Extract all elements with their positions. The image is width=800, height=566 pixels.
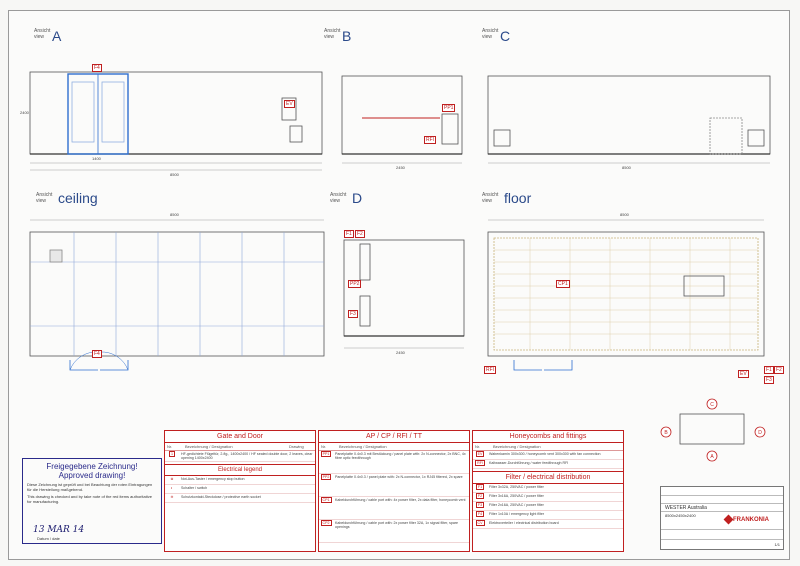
ceiling-title: ceiling (58, 190, 98, 206)
gate-door-legend: Gate and Door Nr. Bezeichnung / Designat… (164, 430, 316, 552)
tag-pp2: PP2 (348, 280, 362, 288)
tag-ev-floor: EV (738, 370, 749, 378)
svg-text:A: A (710, 454, 714, 460)
honeycomb-legend: Honeycombs and fittings Nr. Bezeichnung … (472, 430, 624, 552)
floor-outline (487, 231, 765, 357)
view-c-title: C (500, 28, 511, 44)
dim-d-overall: 2450 (396, 350, 405, 355)
approval-stamp: Freigegebene Zeichnung! Approved drawing… (22, 458, 162, 544)
tag-f2: F2 (355, 230, 365, 238)
stamp-text-en: This drawing is checked and by take note… (27, 494, 152, 504)
tag-pp1: PP1 (442, 104, 456, 112)
honeycomb-title: Honeycombs and fittings (473, 431, 623, 443)
view-a-title: A (52, 28, 62, 44)
svg-text:D: D (758, 430, 762, 436)
dim-c-overall: 8500 (622, 165, 631, 170)
floor-label: Ansicht view floor (482, 190, 532, 206)
svg-text:C: C (710, 402, 714, 408)
tag-f3: F3 (348, 310, 358, 318)
gate-door-title: Gate and Door (165, 431, 315, 443)
title-block: WESTER Australia 8500x2450x2400 FRANKONI… (660, 486, 784, 550)
view-a-label: Ansicht view A (34, 28, 61, 44)
stamp-date-label: Datum / date (37, 536, 60, 541)
company-name: FRANKONIA (733, 517, 769, 523)
dim-b-overall: 2450 (396, 165, 405, 170)
ap-cp-title: AP / CP / RFI / TT (319, 431, 469, 443)
dim-ceiling-overall: 8500 (170, 212, 179, 217)
view-c-outline (487, 75, 771, 155)
tag-rfi-floor: RFI (484, 366, 497, 374)
dim-a-overall: 8500 (170, 172, 179, 177)
dim-floor-overall: 8500 (620, 212, 629, 217)
view-prefix: Ansicht view (34, 28, 51, 40)
dim-a-height: 2400 (20, 110, 29, 115)
svg-text:B: B (664, 430, 668, 436)
dim-a-door: 1400 (92, 156, 101, 161)
stamp-text-de: Diese Zeichnung ist geprüft und bei Beac… (27, 482, 153, 492)
stamp-line2: Approved drawing! (58, 471, 126, 480)
floor-title: floor (504, 190, 532, 206)
tag-f3-floor: F3 (764, 376, 774, 384)
view-b-outline (341, 75, 463, 155)
view-d-title: D (352, 190, 363, 206)
view-d-outline (343, 239, 465, 337)
tag-rfi: RFI (424, 136, 437, 144)
legend-row: ⊗Not-Aus-Taster / emergency stop button (165, 476, 315, 486)
ap-cp-legend: AP / CP / RFI / TT Nr. Bezeichnung / Des… (318, 430, 470, 552)
project-name: WESTER Australia (665, 505, 707, 511)
view-b-title: B (342, 28, 352, 44)
filter-title: Filter / electrical distribution (473, 471, 623, 484)
stamp-date: 13 MAR 14 (33, 525, 85, 535)
electrical-legend-title: Electrical legend (165, 464, 315, 477)
company-logo-icon (723, 514, 734, 525)
stamp-line1: Freigegebene Zeichnung! (46, 462, 138, 471)
view-a-ev (281, 97, 297, 121)
orientation-key (679, 413, 745, 445)
ceiling-outline (29, 231, 325, 357)
tag-f4: F4 (92, 64, 102, 72)
tag-cp1: CP1 (556, 280, 570, 288)
legend-row: ⊖Schutzkontakt-Steckdose / protective ea… (165, 494, 315, 504)
legend-row: ◐Schalter / switch (165, 485, 315, 495)
view-c-label: Ansicht view C (482, 28, 511, 44)
tag-f4-ceiling: F4 (92, 350, 102, 358)
tag-ev: EV (284, 100, 295, 108)
view-b-label: Ansicht view B (324, 28, 352, 44)
view-d-label: Ansicht view D (330, 190, 363, 206)
tag-f1: F1 (344, 230, 354, 238)
project-size: 8500x2450x2400 (665, 513, 696, 518)
tag-f1-floor: F1 (764, 366, 774, 374)
tag-f2-floor: F2 (774, 366, 784, 374)
sheet-number: 1/1 (774, 542, 780, 547)
ceiling-label: Ansicht view ceiling (36, 190, 98, 206)
legend-row: 1 HF-gedichtete Flügeltür, 2-flg., 1400x… (165, 451, 315, 463)
